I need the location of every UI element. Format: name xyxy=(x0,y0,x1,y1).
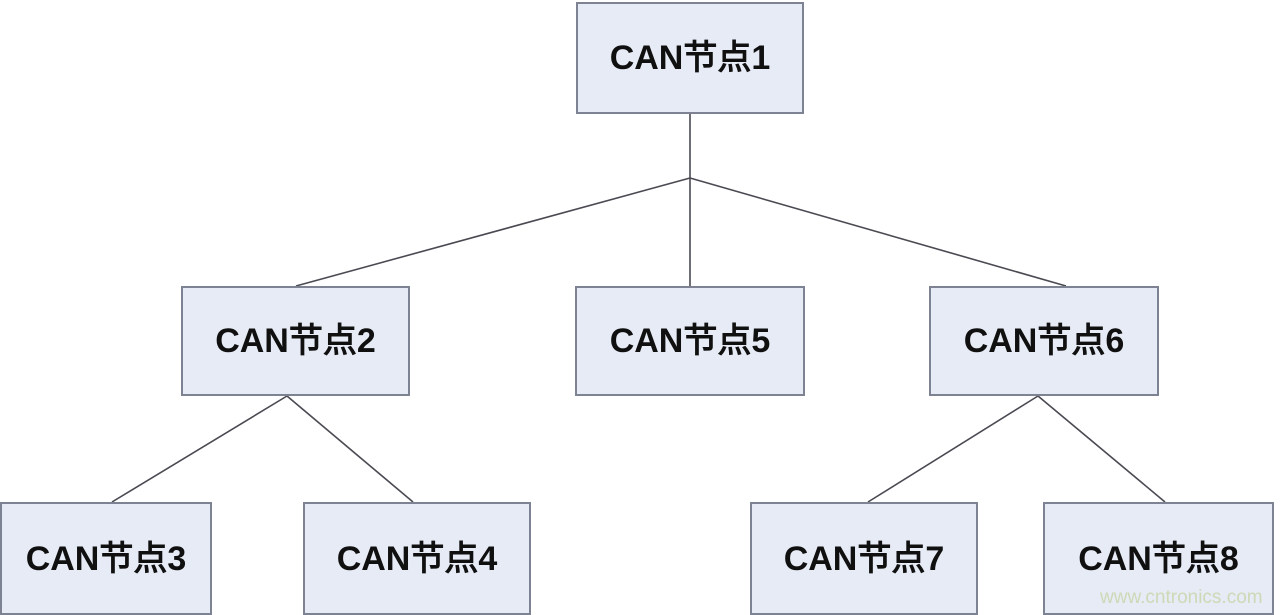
node-can-4[interactable]: CAN节点4 xyxy=(303,502,531,615)
node-label: CAN节点5 xyxy=(609,322,771,360)
edge-node6-to-node7 xyxy=(867,395,1039,503)
node-label: CAN节点7 xyxy=(783,539,945,578)
node-label: CAN节点8 xyxy=(1078,539,1239,578)
node-can-8[interactable]: CAN节点8 xyxy=(1043,502,1274,615)
edge-node2-to-node3 xyxy=(111,395,288,503)
node-can-6[interactable]: CAN节点6 xyxy=(929,286,1159,396)
edge-node6-to-node8 xyxy=(1037,395,1166,503)
node-label: CAN节点3 xyxy=(25,539,187,578)
node-can-1[interactable]: CAN节点1 xyxy=(576,2,804,114)
node-can-5[interactable]: CAN节点5 xyxy=(575,286,805,396)
edge-junction-to-node6 xyxy=(689,177,1067,287)
node-label: CAN节点1 xyxy=(609,39,771,77)
node-can-2[interactable]: CAN节点2 xyxy=(181,286,410,396)
node-label: CAN节点4 xyxy=(336,539,498,578)
edge-node2-to-node4 xyxy=(286,395,414,503)
node-label: CAN节点2 xyxy=(215,322,376,360)
node-label: CAN节点6 xyxy=(963,322,1125,360)
node-can-3[interactable]: CAN节点3 xyxy=(0,502,212,615)
site-watermark: www.cntronics.com xyxy=(1100,587,1263,608)
edge-junction-to-node2 xyxy=(295,177,691,287)
node-can-7[interactable]: CAN节点7 xyxy=(750,502,978,615)
